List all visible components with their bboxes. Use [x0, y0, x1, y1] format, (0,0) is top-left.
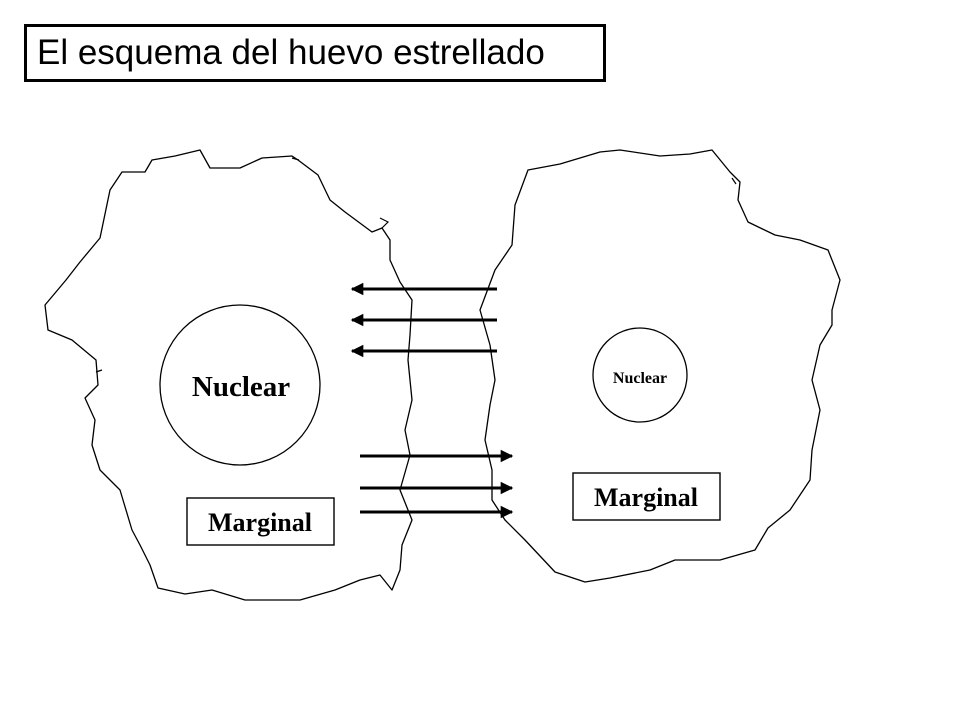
right-yolk — [592, 327, 688, 423]
left-marginal-label: Marginal — [208, 508, 312, 537]
left-nuclear-label: Nuclear — [192, 371, 290, 403]
left-yolk — [159, 304, 321, 466]
diagram-title: El esquema del huevo estrellado — [24, 24, 606, 82]
right-nuclear-label: Nuclear — [613, 370, 667, 387]
right-egg-outline — [479, 149, 841, 583]
right-marginal-label: Marginal — [594, 483, 698, 512]
title-text: El esquema del huevo estrellado — [37, 33, 545, 72]
right-marginal-box — [572, 472, 721, 521]
left-egg-outline — [44, 149, 413, 601]
left-marginal-box — [186, 497, 335, 546]
